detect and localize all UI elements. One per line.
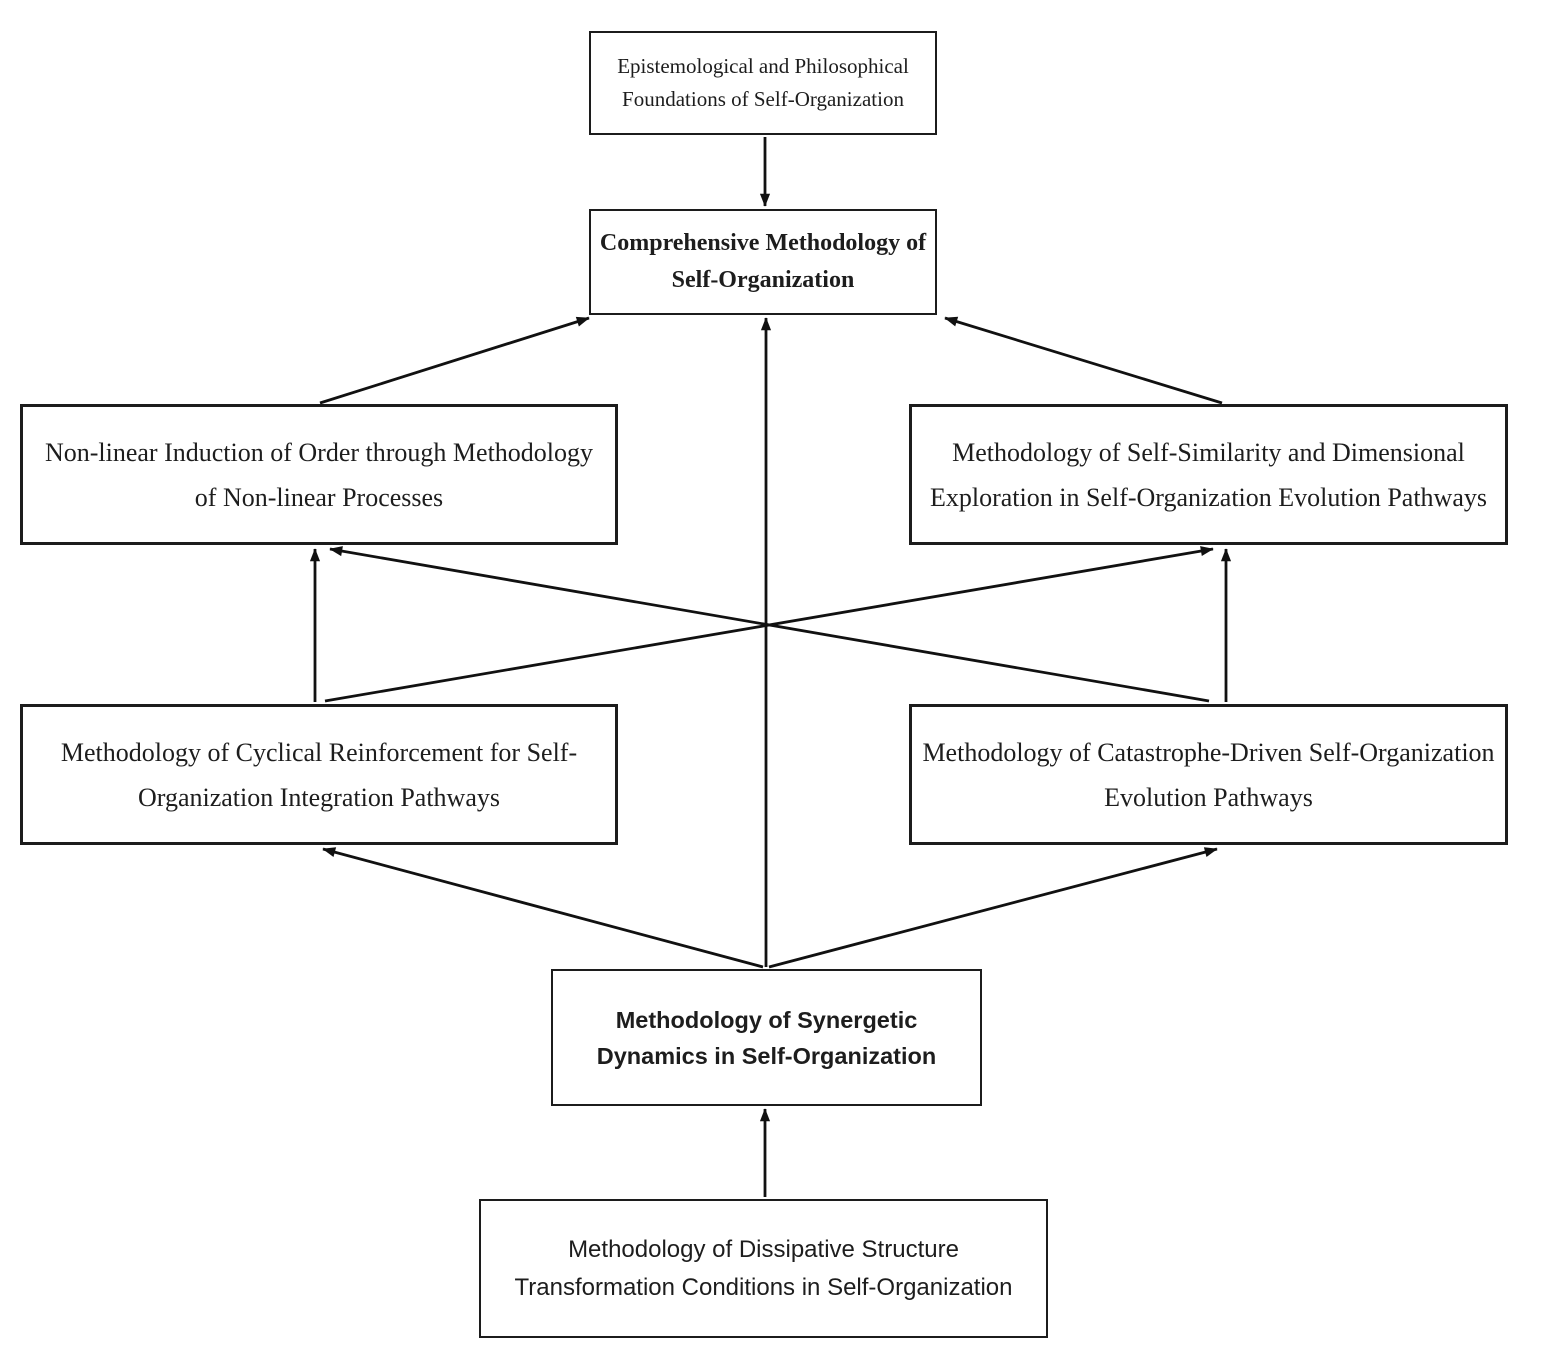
node-label-line-1: Methodology of Cyclical Reinforcement fo… <box>60 737 578 767</box>
node-label-line-1: Methodology of Catastrophe-Driven Self-O… <box>922 737 1495 767</box>
node-label-line-2: Foundations of Self-Organization <box>622 87 904 111</box>
node-nonlinear-induction: Non-linear Induction of Order through Me… <box>20 404 618 545</box>
edge-synergetic-to-catastrophe <box>768 847 1218 969</box>
node-label: Comprehensive Methodology of Self-Organi… <box>600 225 926 299</box>
node-self-similarity-dimensional: Methodology of Self-Similarity and Dimen… <box>909 404 1508 545</box>
node-label-line-1: Comprehensive Methodology of <box>599 230 927 256</box>
node-label-line-2: Self-Organization <box>671 267 855 293</box>
edge-nonlinear-to-comprehensive <box>319 316 590 405</box>
node-label-line-2: Organization Integration Pathways <box>138 782 500 812</box>
node-label-line-1: Non-linear Induction of Order through Me… <box>44 437 594 467</box>
node-dissipative-structure: Methodology of Dissipative Structure Tra… <box>479 1199 1048 1338</box>
node-label: Non-linear Induction of Order through Me… <box>45 430 593 520</box>
node-label: Methodology of Synergetic Dynamics in Se… <box>597 1002 937 1074</box>
node-label-line-2: Dynamics in Self-Organization <box>596 1042 937 1069</box>
node-label: Methodology of Catastrophe-Driven Self-O… <box>922 730 1494 820</box>
edge-self-similarity-to-comprehensive <box>944 316 1223 405</box>
edge-catastrophe-to-nonlinear <box>329 546 1210 703</box>
node-label-line-2: Evolution Pathways <box>1104 782 1313 812</box>
node-label: Methodology of Dissipative Structure Tra… <box>514 1231 1012 1307</box>
node-label-line-1: Epistemological and Philosophical <box>617 54 909 78</box>
node-label: Epistemological and Philosophical Founda… <box>617 50 909 116</box>
node-label-line-1: Methodology of Dissipative Structure <box>568 1235 959 1263</box>
node-label-line-1: Methodology of Self-Similarity and Dimen… <box>952 437 1465 467</box>
node-synergetic-dynamics: Methodology of Synergetic Dynamics in Se… <box>551 969 982 1106</box>
node-label-line-2: of Non-linear Processes <box>194 482 444 512</box>
node-comprehensive-methodology: Comprehensive Methodology of Self-Organi… <box>589 209 937 315</box>
node-label: Methodology of Self-Similarity and Dimen… <box>930 430 1487 520</box>
node-epistemological-foundations: Epistemological and Philosophical Founda… <box>589 31 937 135</box>
node-catastrophe-driven: Methodology of Catastrophe-Driven Self-O… <box>909 704 1508 845</box>
node-label-line-2: Transformation Conditions in Self-Organi… <box>514 1273 1013 1301</box>
node-label-line-1: Methodology of Synergetic <box>615 1006 918 1033</box>
edge-synergetic-to-cyclical <box>322 847 764 969</box>
node-label: Methodology of Cyclical Reinforcement fo… <box>61 730 577 820</box>
node-cyclical-reinforcement: Methodology of Cyclical Reinforcement fo… <box>20 704 618 845</box>
node-label-line-2: Exploration in Self-Organization Evoluti… <box>930 482 1487 512</box>
